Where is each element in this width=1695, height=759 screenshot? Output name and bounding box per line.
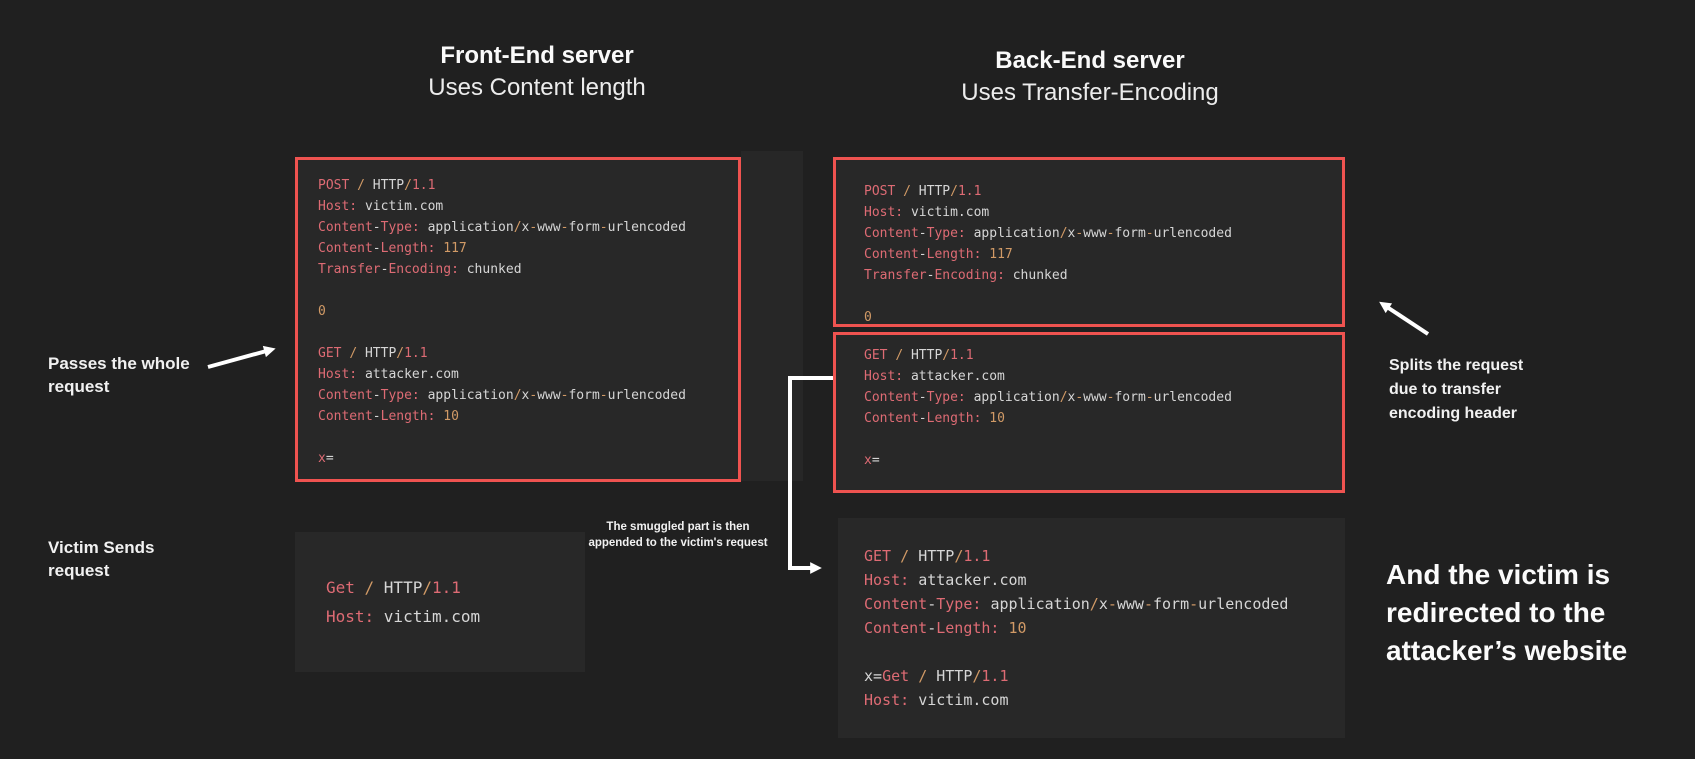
smuggled-part-connector-arrow-icon (788, 376, 833, 574)
back-end-subtitle: Uses Transfer-Encoding (961, 79, 1219, 106)
splits-request-label: Splits the request due to transfer encod… (1389, 357, 1524, 422)
editor-background-remnant (741, 151, 803, 481)
front-end-title: Front-End server (440, 42, 634, 69)
back-end-server-header: Back-End server Uses Transfer-Encoding (880, 45, 1300, 109)
front-end-subtitle: Uses Content length (428, 74, 646, 101)
victim-sends-request-label: Victim Sends request (48, 538, 155, 580)
front-end-server-header: Front-End server Uses Content length (327, 40, 747, 104)
victim-redirected-label: And the victim is redirected to the atta… (1386, 559, 1628, 666)
smuggled-part-appended-label: The smuggled part is then appended to th… (588, 521, 768, 549)
splits-request-arrow-icon (1379, 301, 1430, 336)
passes-request-arrow-icon (207, 345, 276, 369)
passes-whole-request-label: Passes the whole request (48, 354, 190, 396)
back-end-title: Back-End server (995, 47, 1185, 74)
